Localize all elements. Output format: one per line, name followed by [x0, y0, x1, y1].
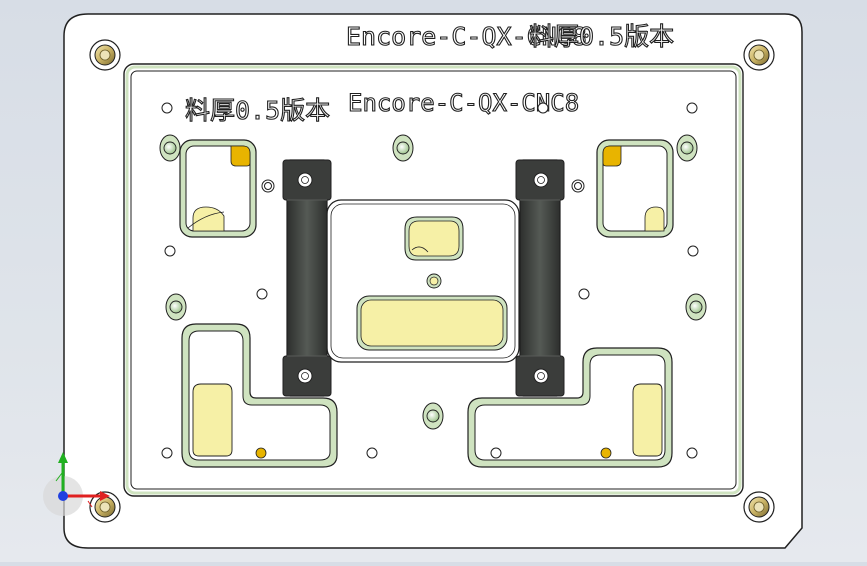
inner-frame-green [125, 65, 742, 495]
clamp-block-right [515, 159, 565, 397]
pocket-upper-right [596, 139, 674, 238]
locating-pin [159, 134, 181, 162]
screw-top-left [89, 39, 121, 71]
pocket-lower-right [467, 347, 673, 468]
locating-pin [422, 402, 444, 430]
clamp-block-left [282, 159, 332, 397]
locating-pin [165, 293, 187, 321]
inner-note-label: 料厚0.5版本 [185, 96, 330, 125]
center-nest [326, 199, 520, 363]
gold-pin [600, 447, 612, 459]
pocket-upper-left [179, 139, 257, 238]
top-part-label: Encore-C-QX-CNC8 [346, 22, 587, 51]
screw-bottom-left [89, 491, 121, 523]
small-holes [161, 102, 699, 459]
locating-pin [676, 134, 698, 162]
top-note-label: 料厚0.5版本 [529, 22, 674, 51]
locating-pin [392, 134, 414, 162]
screw-bottom-right [743, 491, 775, 523]
inner-frame-inner [130, 70, 737, 490]
axis-triad [43, 452, 110, 516]
screw-top-right [743, 39, 775, 71]
locating-pin [685, 293, 707, 321]
inner-frame-outer [123, 63, 744, 497]
gold-pin [255, 447, 267, 459]
pocket-lower-left [181, 323, 338, 468]
